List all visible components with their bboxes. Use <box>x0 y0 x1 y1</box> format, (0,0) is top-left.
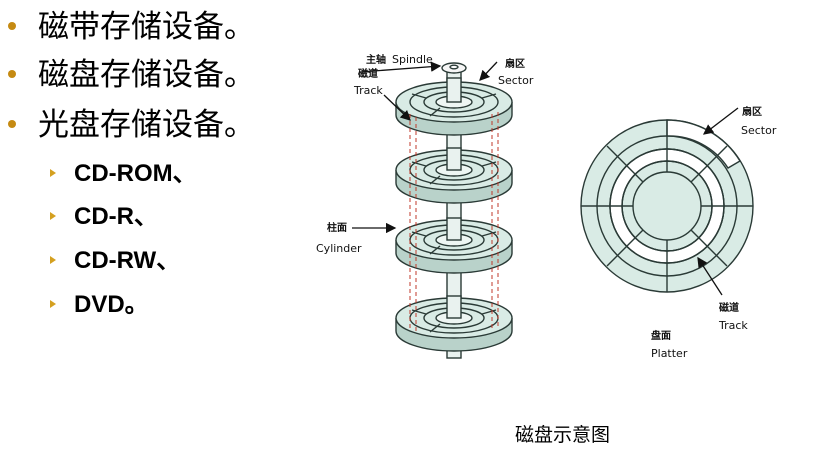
label-sector-en-left: Sector <box>498 74 534 87</box>
label-cylinder-en: Cylinder <box>316 242 362 255</box>
bullet-dot-icon <box>8 69 16 78</box>
arrow-bullet-icon <box>50 255 56 264</box>
sub-bullet-text: CD-R、 <box>74 203 158 230</box>
sub-bullet-cdr: CD-R、 <box>50 199 158 235</box>
label-track-en-right: Track <box>719 319 748 332</box>
bullet-dot-icon <box>8 119 16 128</box>
label-track-cn-right: 磁道 <box>719 303 739 314</box>
arrow-bullet-icon <box>50 168 56 177</box>
bullet-text: 光盘存储设备。 <box>38 107 255 143</box>
label-platter-en: Platter <box>651 347 688 360</box>
platter-top-view <box>580 119 754 293</box>
platter-4 <box>395 295 513 352</box>
label-sector-cn-left: 扇区 <box>505 59 525 70</box>
label-spindle-en: Spindle <box>392 53 433 66</box>
right-pointer-arrows <box>697 107 739 296</box>
arrow-bullet-icon <box>50 211 56 220</box>
label-platter-cn: 盘面 <box>651 331 671 342</box>
sub-bullet-text: CD-ROM、 <box>74 160 197 187</box>
platter-stack <box>395 62 513 359</box>
label-sector-en-right: Sector <box>741 124 777 137</box>
bullet-disk-storage: 磁盘存储设备。 <box>8 52 255 98</box>
bullet-text: 磁带存储设备。 <box>38 9 255 45</box>
platter-2 <box>395 147 513 204</box>
sub-bullet-cdrom: CD-ROM、 <box>50 156 197 192</box>
bullet-tape-storage: 磁带存储设备。 <box>8 4 255 50</box>
arrow-bullet-icon <box>50 299 56 308</box>
sub-bullet-dvd: DVD。 <box>50 287 149 323</box>
platter-3 <box>395 217 513 274</box>
cylinder-dashes <box>409 112 499 332</box>
sub-bullet-text: DVD。 <box>74 291 149 318</box>
sub-bullet-text: CD-RW、 <box>74 247 181 274</box>
label-cylinder-cn: 柱面 <box>327 223 347 234</box>
sub-bullet-cdrw: CD-RW、 <box>50 243 180 279</box>
label-spindle-cn: 主轴 <box>366 55 386 66</box>
bullet-text: 磁盘存储设备。 <box>38 57 255 93</box>
label-track-en-left: Track <box>354 84 383 97</box>
label-sector-cn-right: 扇区 <box>742 107 762 118</box>
bullet-optical-storage: 光盘存储设备。 <box>8 102 255 148</box>
bullet-dot-icon <box>8 21 16 30</box>
platter-1 <box>395 77 513 136</box>
label-track-cn-left: 磁道 <box>358 69 378 80</box>
left-pointer-arrows <box>352 61 498 234</box>
diagram-caption: 磁盘示意图 <box>515 424 611 446</box>
